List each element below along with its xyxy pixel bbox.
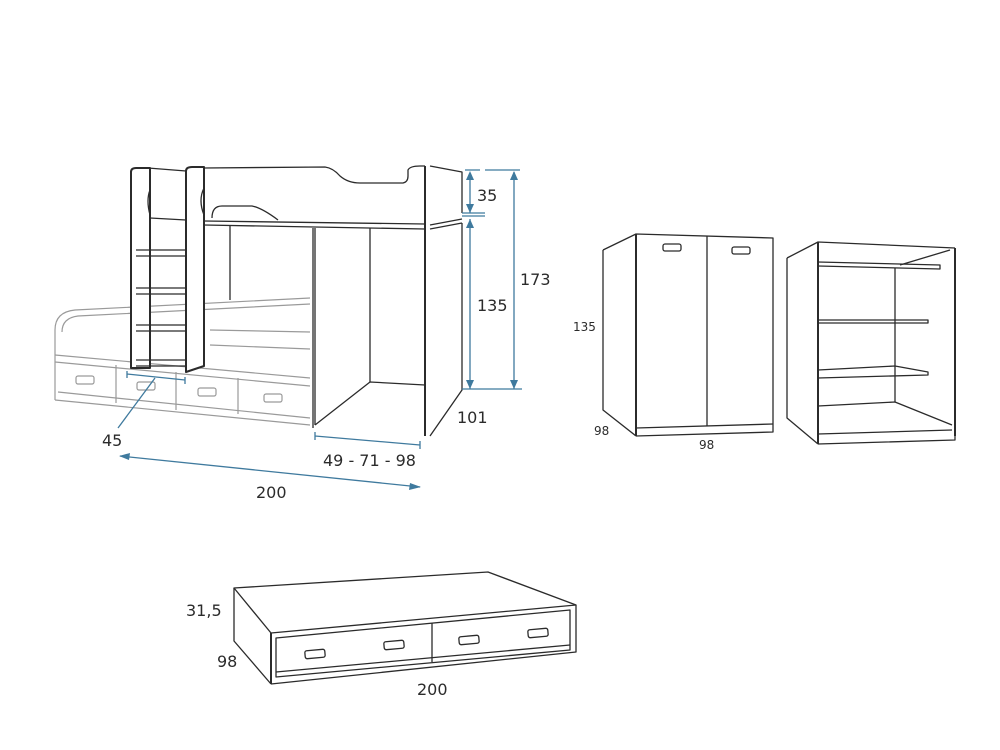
lower-bed-frame	[54, 297, 311, 426]
wardrobe-closed-drawing: 135 98 98	[573, 233, 774, 452]
dim-wardrobe-height: 135	[573, 320, 596, 334]
trundle-drawing: 31,5 98 200	[186, 571, 577, 699]
upper-bed-frame	[200, 165, 463, 437]
dim-depth: 101	[457, 408, 488, 427]
drawer-handle-icon	[197, 387, 217, 397]
drawer-handle-icon	[383, 639, 405, 651]
dim-trundle-height: 31,5	[186, 601, 222, 620]
dim-trundle-length: 200	[417, 680, 448, 699]
ladder	[130, 166, 205, 373]
dim-under-height: 135	[477, 296, 508, 315]
drawer-handle-icon	[527, 627, 549, 639]
dim-ladder-width: 45	[102, 431, 122, 450]
dim-total-height: 173	[520, 270, 551, 289]
drawer-handle-icon	[136, 381, 156, 391]
drawer-handle-icon	[304, 648, 326, 660]
drawer-handle-icon	[75, 375, 95, 385]
door-handle-icon	[731, 246, 751, 255]
dim-wardrobe-depth: 98	[594, 424, 609, 438]
dim-trundle-depth: 98	[217, 652, 237, 671]
dim-wardrobe-width: 98	[699, 438, 714, 452]
dim-length: 200	[256, 483, 287, 502]
drawer-handle-icon	[458, 634, 480, 646]
dim-rail-height: 35	[477, 186, 497, 205]
drawer-handle-icon	[263, 393, 283, 403]
dim-desk-width-options: 49 - 71 - 98	[323, 451, 416, 470]
wardrobe-open-drawing	[786, 241, 956, 445]
door-handle-icon	[662, 243, 682, 252]
loft-bed-drawing: 35 135 173 101 49 - 71 - 98 45 200	[54, 165, 551, 502]
loft-bed-dimensions	[117, 169, 522, 490]
